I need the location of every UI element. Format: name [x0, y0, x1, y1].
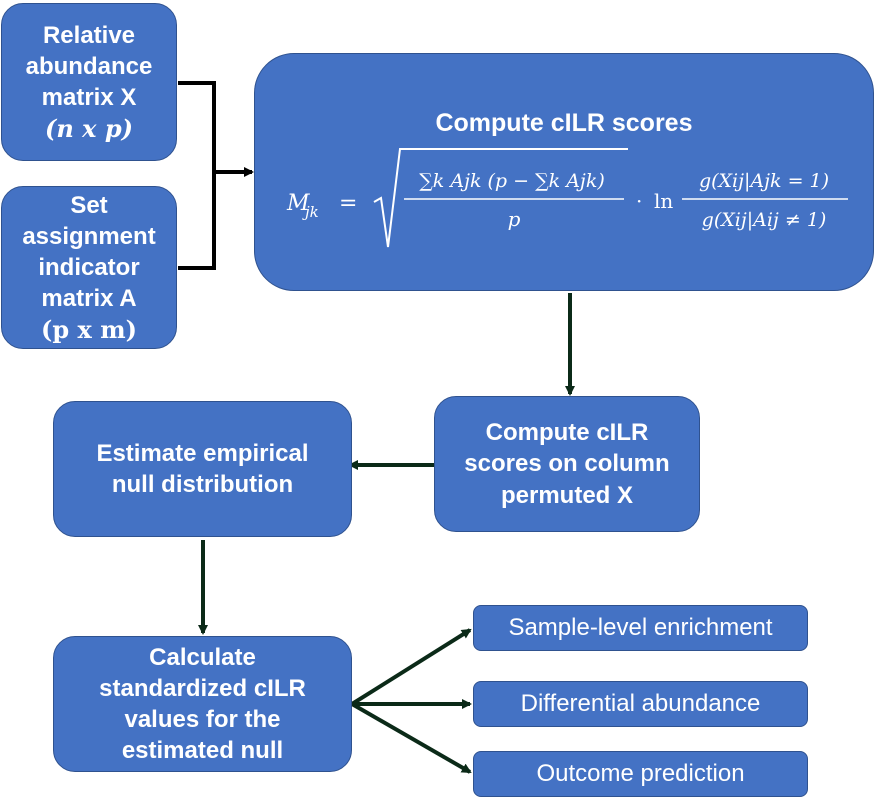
input-bracket-connector [178, 81, 216, 270]
relative-abundance-dims: (n x p) [45, 114, 133, 144]
formula-dot: · [636, 189, 642, 213]
formula-ln: ln [654, 189, 673, 213]
standardize-line-1: Calculate [149, 643, 256, 671]
null-line-1: Estimate empirical [96, 439, 309, 467]
formula-lhs-var: M [286, 191, 310, 216]
standardize-cilr-box: Calculate standardized cILR values for t… [53, 636, 352, 772]
output-sample-level-enrichment: Sample-level enrichment [473, 605, 808, 651]
formula-sqrt-sign [373, 148, 628, 248]
formula-equals: = [339, 191, 357, 216]
output-label: Sample-level enrichment [508, 614, 773, 641]
permuted-line-2: scores on column [464, 450, 670, 478]
compute-cilr-box: Compute cILR scores M jk = ∑k Ajk (p − ∑… [254, 53, 874, 291]
to-outcome-prediction-arrow [351, 702, 472, 774]
empirical-null-box: Estimate empirical null distribution [53, 401, 352, 537]
assignment-line-3: indicator [38, 253, 140, 281]
formula-denominator: p [508, 207, 521, 231]
formula-numerator: ∑k Ajk (p − ∑k Ajk) [419, 170, 605, 192]
standardize-line-3: values for the [124, 706, 281, 733]
output-label: Differential abundance [520, 690, 761, 717]
output-outcome-prediction: Outcome prediction [473, 751, 808, 797]
assignment-line-1: Set [70, 191, 108, 219]
compute-cilr-title: Compute cILR scores [435, 109, 693, 137]
formula-ratio-numerator: g(Xij|Ajk = 1) [699, 170, 829, 192]
assignment-indicator-matrix-box: Set assignment indicator matrix A (p x m… [1, 186, 177, 349]
relative-abundance-matrix-box: Relative abundance matrix X (n x p) [1, 3, 177, 161]
relative-abundance-line-3: matrix X [41, 84, 137, 111]
standardize-line-2: standardized cILR [99, 674, 306, 702]
to-sample-enrichment-arrow [350, 628, 472, 706]
formula-lhs-sub: jk [302, 203, 319, 221]
assignment-line-2: assignment [22, 222, 156, 250]
standardize-line-4: estimated null [121, 737, 284, 765]
permuted-line-3: permuted X [500, 481, 634, 509]
permuted-cilr-box: Compute cILR scores on column permuted X [434, 396, 700, 532]
output-differential-abundance: Differential abundance [473, 681, 808, 727]
formula-ratio-denominator: g(Xij|Aij ≠ 1) [702, 209, 827, 231]
output-label: Outcome prediction [536, 760, 745, 787]
null-line-2: null distribution [111, 471, 294, 498]
relative-abundance-line-1: Relative [42, 21, 136, 49]
cilr-formula: M jk = ∑k Ajk (p − ∑k Ajk) p · ln g(Xij|… [286, 148, 848, 248]
permuted-line-1: Compute cILR [485, 419, 649, 447]
assignment-line-4: matrix A [41, 285, 137, 313]
relative-abundance-line-2: abundance [25, 52, 153, 80]
assignment-dims: (p x m) [41, 315, 137, 345]
